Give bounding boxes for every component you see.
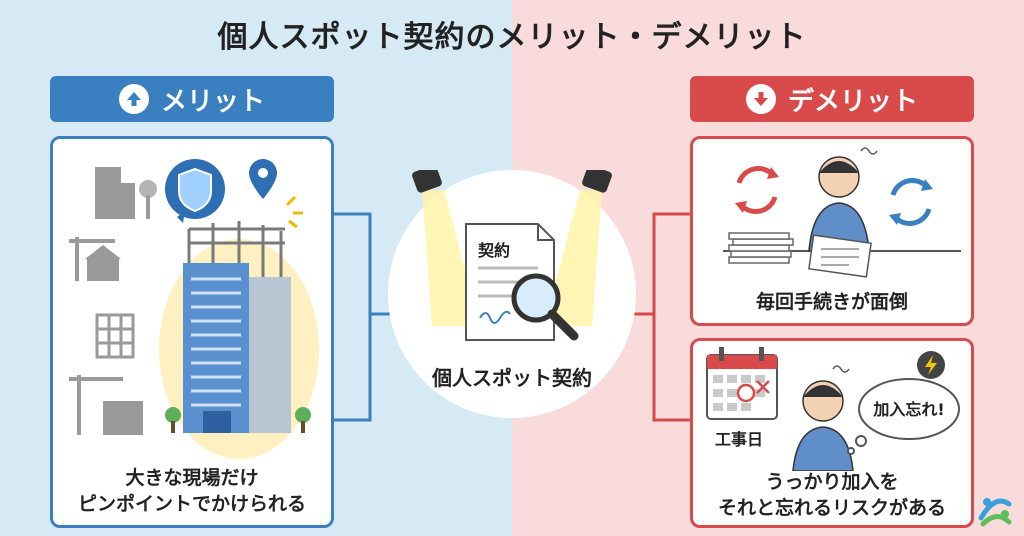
demerit-header-label: デメリット — [787, 86, 918, 117]
paperwork-illustration — [723, 147, 961, 278]
tall-building-icon — [183, 221, 291, 433]
merit-header: メリット — [50, 76, 334, 122]
page-title: 個人スポット契約のメリット・デメリット — [217, 20, 807, 55]
arrow-up-icon — [118, 84, 149, 114]
demerit-panel-1: 毎回手続きが面倒 — [690, 136, 974, 326]
forgot-illustration: 工事日 加入忘れ! — [706, 347, 960, 471]
crane-construction-icon — [69, 375, 143, 435]
calendar-label: 工事日 — [715, 430, 763, 449]
demerit-item2-caption-line1: うっかり加入を — [765, 471, 899, 493]
paper-stack-icon — [728, 232, 794, 264]
worried-worker-icon — [792, 365, 854, 471]
thought-bubble-icon — [847, 378, 960, 455]
demerit-item1-caption: 毎回手続きが面倒 — [755, 291, 908, 313]
bubble-text: 加入忘れ! — [872, 400, 944, 419]
contract-illustration: 契約 — [412, 170, 612, 341]
brand-logo-icon — [978, 498, 1012, 527]
demerit-item2-caption-line2: それと忘れるリスクがある — [717, 497, 946, 519]
center-label: 個人スポット契約 — [432, 366, 592, 390]
location-pin-icon — [249, 159, 277, 199]
magnifier-icon — [511, 273, 579, 341]
scaffold-icon — [95, 313, 135, 359]
merit-caption-line2: ピンポイントでかけられる — [77, 493, 306, 515]
crane-house-icon — [69, 237, 121, 281]
merit-header-label: メリット — [160, 86, 265, 117]
demerit-panel-2: 工事日 加入忘れ! うっかり加入を それと忘れるリスクがある — [690, 338, 974, 528]
spotlight-icon-left — [412, 170, 442, 193]
merit-panel: 大きな現場だけ ピンポイントでかけられる — [50, 136, 334, 528]
calendar-icon — [706, 347, 778, 420]
demerit-header: デメリット — [690, 76, 974, 122]
sparkle-icon — [285, 195, 303, 229]
arrow-down-icon — [745, 84, 776, 114]
shield-icon — [165, 159, 225, 223]
center-contract: 契約 個人スポット契約 — [388, 170, 636, 418]
small-building-icon — [95, 167, 157, 219]
merit-caption-line1: 大きな現場だけ — [125, 467, 259, 489]
lightning-icon — [917, 351, 945, 379]
merit-illustration — [69, 159, 319, 459]
spotlight-icon-right — [582, 170, 612, 193]
contract-doc-label: 契約 — [477, 241, 510, 260]
